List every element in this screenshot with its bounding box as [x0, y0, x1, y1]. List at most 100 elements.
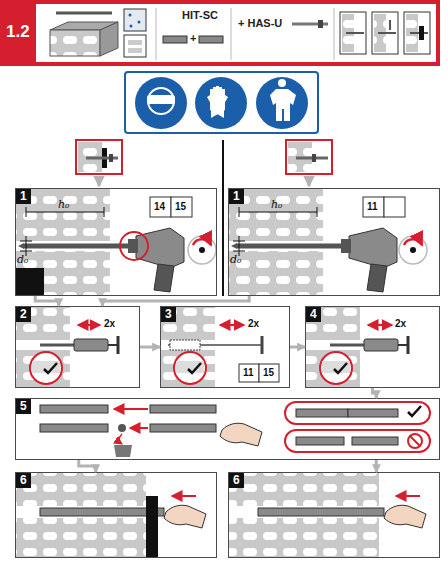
sleeve-assembly	[296, 437, 344, 445]
brush-step	[259, 364, 279, 382]
sleeve-assembly	[114, 408, 148, 410]
base-material-icon	[124, 9, 146, 57]
blow-out-step	[40, 344, 74, 347]
separator-line	[156, 8, 157, 60]
variant-icon	[296, 157, 328, 160]
blow-out-step	[364, 339, 398, 351]
sleeve-assembly	[285, 430, 430, 452]
ppe-panel	[135, 77, 187, 129]
drilling-left	[18, 243, 24, 249]
ppe-panel	[278, 79, 286, 87]
sleeve-assembly	[296, 409, 348, 417]
sleeve-assembly	[118, 424, 126, 432]
setting-icon	[406, 14, 418, 52]
divider-line	[222, 140, 224, 296]
sleeve-assembly	[410, 436, 420, 446]
plus-sign: +	[190, 32, 196, 44]
blow-out-step	[320, 352, 352, 384]
dimension-label: h₀	[271, 198, 283, 211]
masonry-icon	[50, 30, 100, 56]
drilling-right	[341, 239, 351, 253]
sleeve-insert-left	[16, 473, 146, 557]
brush-step	[161, 307, 279, 387]
drilling-left	[26, 207, 27, 217]
setting-icon	[389, 20, 391, 30]
sleeve-assembly	[408, 434, 422, 448]
sleeve-insert-left	[146, 496, 158, 557]
sleeve-insert-right	[396, 495, 420, 497]
step-number: 3	[161, 307, 176, 322]
brush-step	[174, 352, 206, 384]
variant-icon	[76, 140, 122, 174]
flow-arrow	[140, 346, 160, 349]
variant-icon	[109, 154, 113, 162]
blow-out-step	[334, 363, 347, 373]
threaded-rod-icon	[318, 20, 323, 28]
brush-step	[161, 340, 215, 350]
blow-out-step	[78, 324, 100, 326]
drilling-right	[399, 236, 427, 264]
header-band: 1.2HIT-SC++ HAS-U	[0, 0, 440, 66]
drilling-right	[410, 247, 416, 253]
step-number: 6	[229, 473, 244, 488]
drilling-right	[231, 243, 237, 249]
sleeve-assembly	[348, 409, 398, 417]
step-number: 2	[16, 307, 31, 322]
ppe-panel	[147, 95, 175, 104]
ppe-panel	[207, 86, 225, 118]
step-panel: 1	[15, 188, 217, 296]
product-name: + HAS-U	[238, 17, 282, 29]
step-panel: 4	[305, 306, 440, 388]
sleeve-assembly	[114, 445, 132, 457]
masonry-icon	[100, 22, 118, 56]
blow-out-step	[16, 307, 118, 387]
step-panel: 6	[228, 472, 440, 558]
sleeve-insert-right	[229, 506, 379, 518]
setting-icon	[410, 32, 428, 34]
ppe-panel	[125, 72, 318, 133]
masonry-icon	[50, 22, 118, 30]
base-material-icon	[128, 40, 142, 45]
blow-out-step	[407, 336, 410, 354]
drilling-left	[20, 251, 32, 252]
ppe-panel	[210, 86, 228, 118]
variant-icon	[76, 140, 332, 186]
sleeve-assembly	[352, 437, 398, 445]
brush-step	[168, 344, 262, 346]
ppe-panel	[256, 77, 308, 129]
masonry-icon	[56, 12, 112, 15]
setting-icon	[374, 14, 386, 52]
variant-icon	[312, 154, 316, 162]
repeat-count: 2x	[248, 318, 259, 329]
drilling-right	[237, 244, 349, 249]
step-panel: 1	[228, 188, 440, 296]
blow-out-step	[330, 344, 364, 347]
step-panel: 2	[15, 306, 140, 388]
sleeve-insert-right	[258, 508, 384, 516]
drilling-right	[317, 207, 318, 217]
base-material-icon	[124, 35, 146, 57]
blow-out-step	[16, 307, 70, 387]
drilling-left	[24, 244, 136, 249]
drilling-left	[188, 236, 216, 264]
blow-out-step	[322, 361, 350, 373]
page-number: 11	[243, 367, 254, 378]
sleeve-icon	[199, 36, 223, 43]
repeat-count: 2x	[395, 318, 406, 329]
page-number: 15	[263, 367, 274, 378]
dimension-label: d₀	[17, 253, 28, 266]
section-number: 1.2	[6, 22, 30, 42]
brush-step	[161, 307, 215, 387]
base-material-icon	[138, 21, 141, 24]
brush-step	[261, 336, 264, 354]
sleeve-assembly	[40, 402, 430, 457]
blow-out-step	[74, 339, 108, 351]
drilling-right	[384, 197, 405, 217]
blow-out-step	[16, 340, 70, 350]
blow-out-step	[108, 344, 118, 346]
sleeve-insert-right	[229, 473, 379, 557]
sleeve-insert-left	[16, 506, 146, 518]
page-number: 14	[154, 201, 165, 212]
